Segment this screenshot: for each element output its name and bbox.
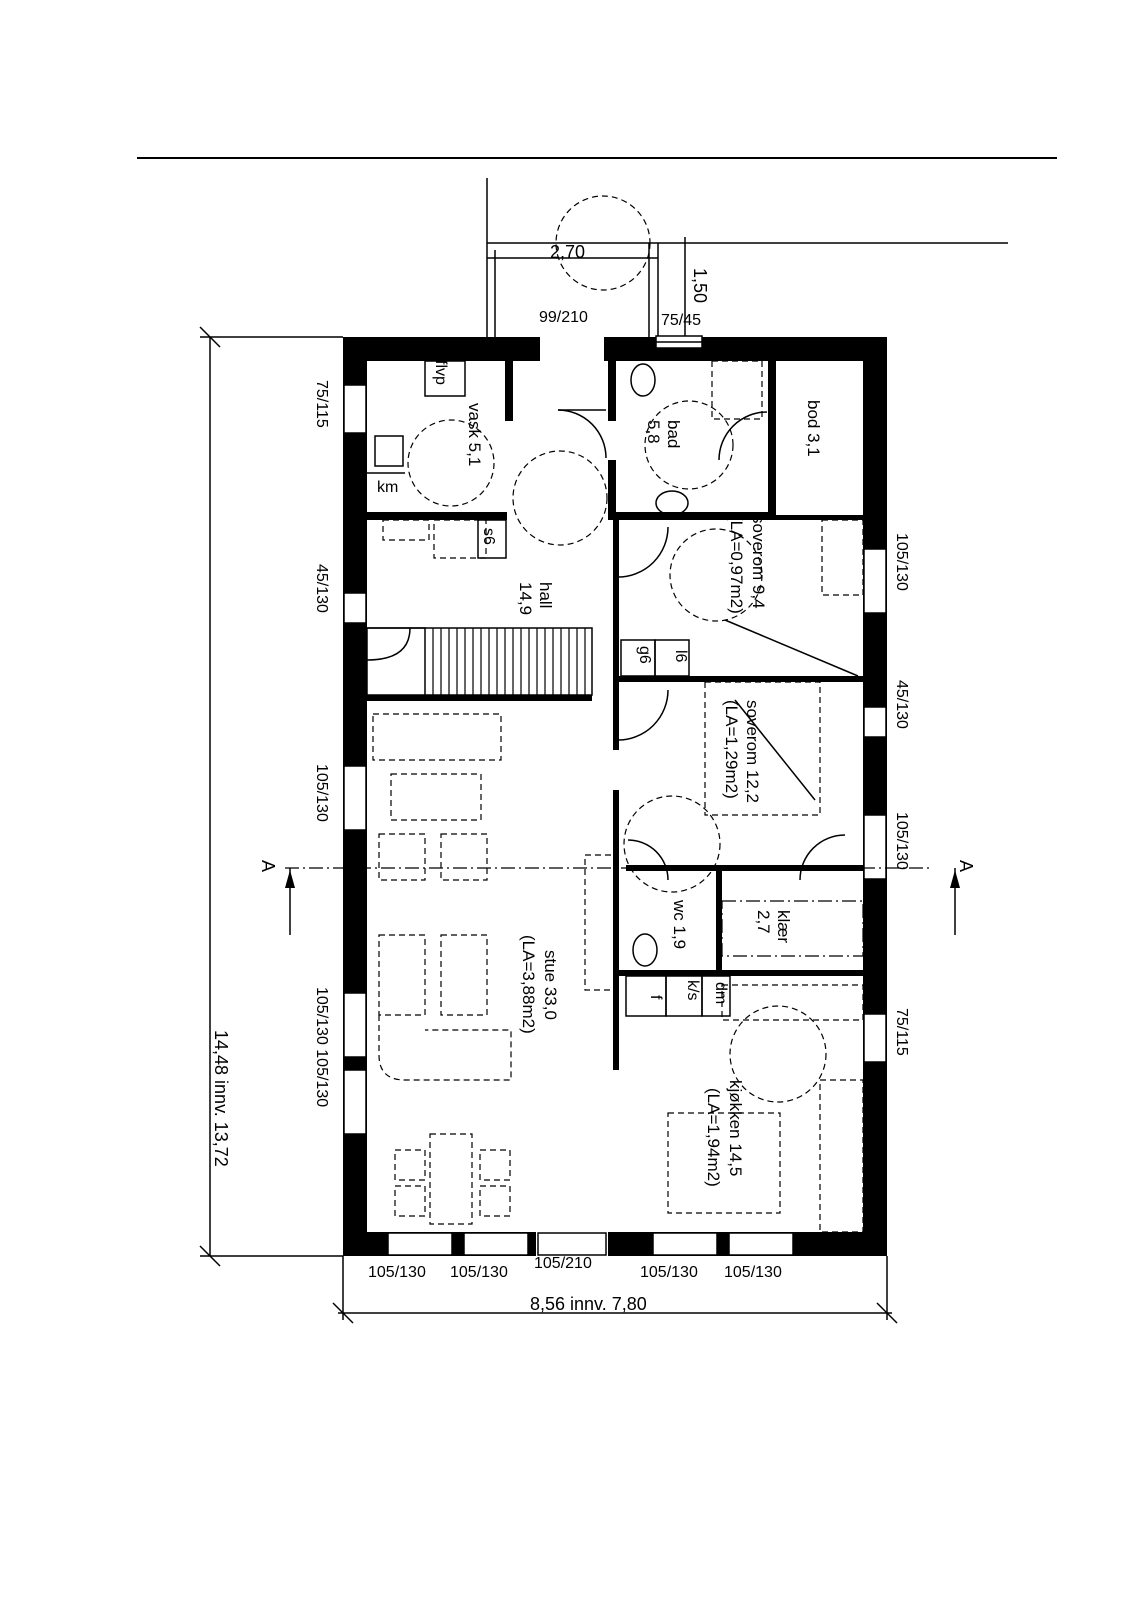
room-kjokken-la: (LA=1,94m2) [704,1088,723,1187]
room-labels: vask 5,1 bad 5,8 bod 3,1 soverom 9,4 (LA… [465,400,823,1187]
window-left-4-label: 105/130 105/130 [313,987,330,1107]
room-klaer: klær [774,910,793,943]
fixture-g6: g6 [636,646,653,664]
porch-depth-label: 1,50 [690,268,710,303]
window-right-1-label: 105/130 [893,533,910,591]
window-left-1-label: 75/115 [313,380,330,428]
fixture-ks: k/s [684,980,701,1000]
fixture-f: f [647,995,664,1000]
height-dimension: 14,48 innv. 13,72 [211,1030,231,1167]
section-label-right: A [956,860,976,872]
window-left-3-label: 105/130 [313,764,330,822]
room-hall: hall [536,582,555,608]
porch: 2,70 1,50 [486,178,1008,337]
fixture-labels: flvp km s6 g6 l6 k/s dm f [377,360,729,1004]
room-wc: wc 1,9 [670,899,689,949]
opening-labels: 99/210 75/45 75/115 45/130 105/130 105/1… [313,309,910,1281]
fixture-dm: dm [712,982,729,1004]
window-right-4-label: 75/115 [893,1008,910,1056]
door-swings [557,409,846,881]
window-bottom-2-label: 105/130 [450,1264,508,1281]
room-bod: bod 3,1 [804,400,823,457]
window-right-3-label: 105/130 [893,812,910,870]
room-stue: stue 33,0 [541,950,560,1020]
door-entry-label: 99/210 [539,309,588,326]
furniture [367,360,864,1233]
width-dimension: 8,56 innv. 7,80 [530,1294,647,1314]
window-bottom-3-label: 105/130 [640,1264,698,1281]
fixture-s6: s6 [480,528,497,545]
stairs [366,627,593,696]
room-vask: vask 5,1 [465,403,484,466]
fixture-flvp: flvp [432,360,449,385]
window-top-bath-label: 75/45 [661,312,701,329]
dimension-lines [199,326,898,1324]
door-bottom-label: 105/210 [534,1255,592,1272]
room-hall-area: 14,9 [516,582,535,615]
room-bad-area: 5,8 [644,420,663,444]
room-soverom2: soverom 12,2 [743,700,762,803]
windows [343,335,887,1256]
room-soverom2-la: (LA=1,29m2) [722,700,741,799]
turning-circles [407,400,827,1103]
room-soverom1: soverom 9,4 [749,515,768,609]
room-stue-la: (LA=3,88m2) [519,935,538,1034]
room-bad: bad [664,420,683,448]
window-bottom-4-label: 105/130 [724,1264,782,1281]
window-bottom-1-label: 105/130 [368,1264,426,1281]
room-klaer-area: 2,7 [754,910,773,934]
room-soverom1-la: (LA=0,97m2) [727,515,746,614]
porch-width-label: 2,70 [550,242,585,262]
fixture-km: km [377,479,398,496]
section-label-left: A [258,860,278,872]
window-right-2-label: 45/130 [893,680,910,729]
window-left-2-label: 45/130 [313,564,330,613]
section-line: A A [258,860,976,935]
fixture-l6: l6 [672,650,689,663]
room-kjokken: kjøkken 14,5 [726,1080,745,1176]
